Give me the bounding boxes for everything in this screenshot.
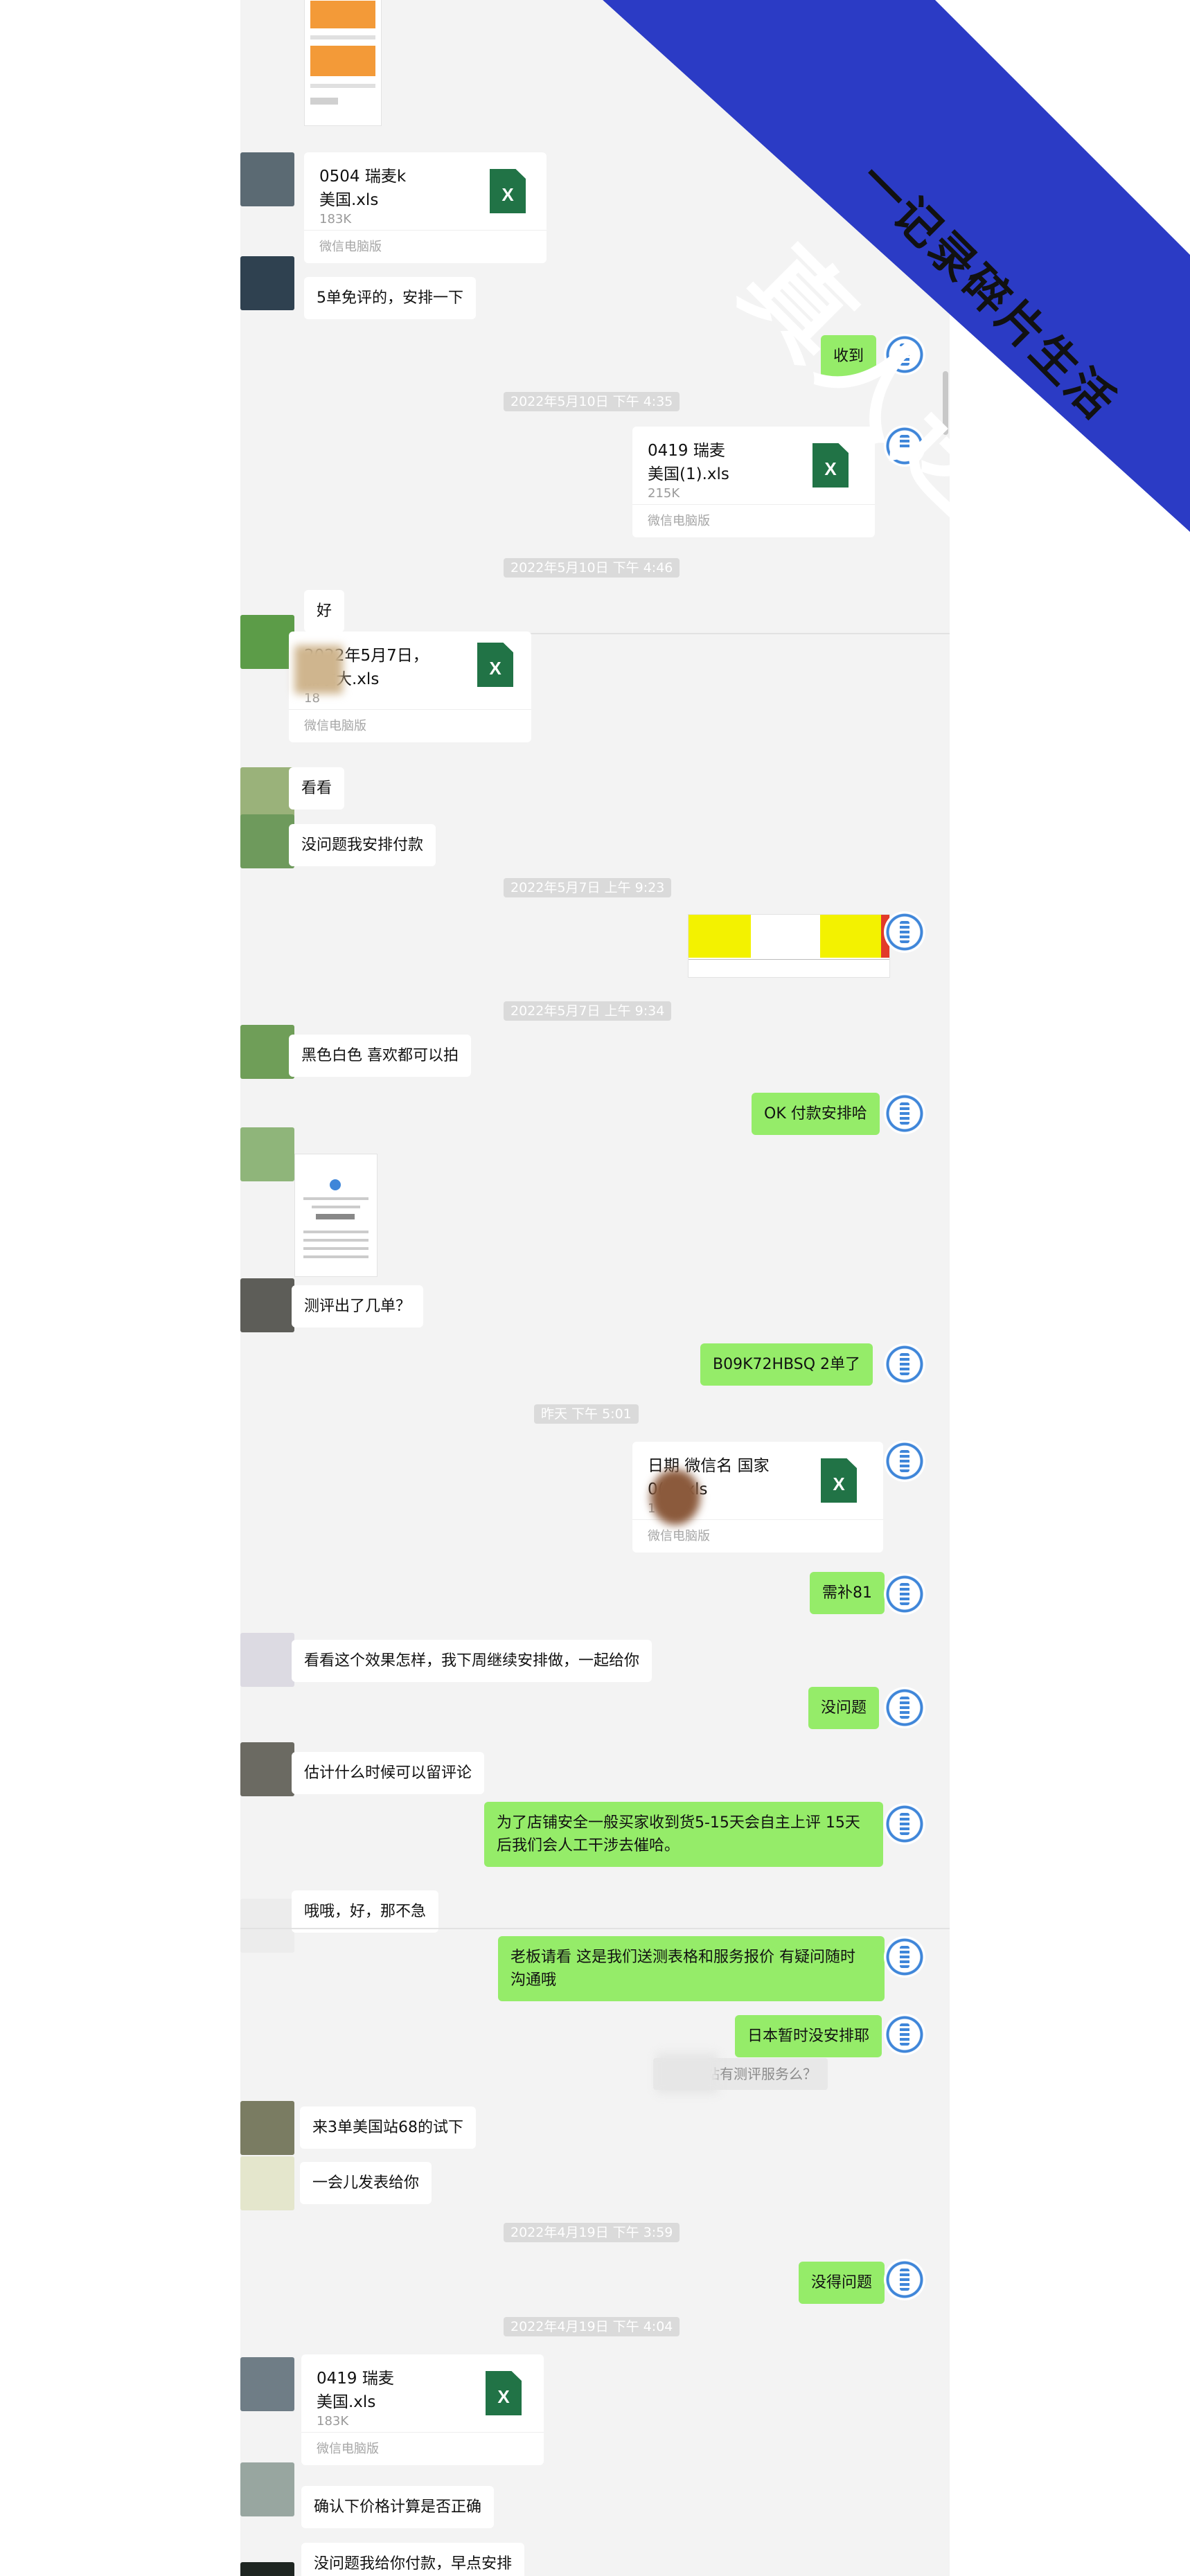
avatar[interactable] (240, 1127, 294, 1181)
divider (301, 2432, 544, 2433)
file-size: 183K (319, 212, 352, 226)
avatar[interactable] (884, 1093, 925, 1134)
divider (289, 709, 531, 710)
avatar[interactable] (884, 1803, 925, 1845)
spreadsheet-image[interactable] (688, 914, 890, 978)
file-source: 微信电脑版 (648, 514, 710, 528)
message-bubble: 为了店铺安全一般买家收到货5-15天会自主上评 15天 后我们会人工干涉去催哈。 (484, 1802, 883, 1867)
message-bubble: 看看这个效果怎样，我下周继续安排做，一起给你 (292, 1640, 652, 1682)
message-bubble: 需补81 (810, 1572, 885, 1614)
timestamp: 2022年5月7日 上午 9:23 (504, 878, 672, 897)
message-bubble: B09K72HBSQ 2单了 (700, 1343, 873, 1386)
message-bubble: 日本暂时没安排耶 (735, 2015, 882, 2057)
avatar[interactable] (240, 256, 294, 310)
file-message[interactable]: 0419 瑞麦 美国(1).xls 215K 微信电脑版 X (632, 427, 875, 537)
blurred-image (650, 1469, 700, 1525)
avatar[interactable] (240, 767, 294, 821)
file-message[interactable]: 0504 瑞麦k 美国.xls 183K 微信电脑版 X (304, 152, 547, 263)
divider (240, 633, 950, 634)
avatar[interactable] (240, 152, 294, 206)
message-bubble: 好 (304, 590, 345, 632)
message-bubble: 哦哦，好，那不急 (292, 1890, 439, 1933)
avatar[interactable] (884, 1936, 925, 1978)
avatar[interactable] (240, 2357, 294, 2411)
avatar[interactable] (884, 1440, 925, 1482)
message-bubble: OK 付款安排哈 (752, 1093, 880, 1135)
excel-file-icon: X (490, 169, 526, 213)
message-bubble: 测评出了几单？ (292, 1285, 424, 1327)
avatar[interactable] (240, 2156, 294, 2210)
file-source: 微信电脑版 (648, 1529, 710, 1544)
timestamp: 2022年4月19日 下午 4:04 (504, 2317, 680, 2336)
file-size: 1 (648, 1501, 656, 1516)
timestamp: 2022年5月7日 上午 9:34 (504, 1001, 672, 1021)
file-size: 183K (317, 2414, 349, 2429)
avatar[interactable] (240, 1899, 294, 1953)
message-bubble: 没问题 (808, 1687, 880, 1729)
excel-file-icon: X (477, 643, 513, 687)
avatar[interactable] (240, 2462, 294, 2516)
file-source: 微信电脑版 (317, 2442, 379, 2456)
screenshot-image[interactable] (304, 0, 382, 126)
message-bubble: 老板请看 这是我们送测表格和服务报价 有疑问随时 沟通哦 (498, 1936, 885, 2001)
scrollbar-thumb[interactable] (943, 371, 948, 435)
file-source: 微信电脑版 (304, 719, 366, 733)
avatar[interactable] (240, 615, 294, 669)
avatar[interactable] (240, 2101, 294, 2155)
file-name: 0419 瑞麦 美国.xls (317, 2370, 394, 2411)
file-name: 0419 瑞麦 美国(1).xls (648, 442, 729, 483)
excel-file-icon: X (812, 443, 849, 488)
message-bubble: 一会儿发表给你 (300, 2162, 432, 2204)
avatar[interactable] (884, 425, 925, 467)
message-bubble: 看看 (289, 767, 345, 810)
message-bubble: 没问题我安排付款 (289, 824, 436, 866)
avatar[interactable] (240, 2562, 294, 2576)
avatar[interactable] (884, 1687, 925, 1728)
message-bubble: 确认下价格计算是否正确 (301, 2486, 495, 2528)
divider (632, 1519, 883, 1520)
timestamp: 昨天 下午 5:01 (534, 1404, 639, 1424)
file-message[interactable]: 2022年5月7日， 加拿大.xls 18 微信电脑版 X (289, 632, 531, 742)
avatar[interactable] (240, 1633, 294, 1687)
avatar[interactable] (240, 1278, 294, 1332)
avatar[interactable] (884, 2014, 925, 2055)
chat-panel[interactable]: 0504 瑞麦k 美国.xls 183K 微信电脑版 X 5单免评的，安排一下 … (240, 0, 950, 2576)
avatar[interactable] (884, 1343, 925, 1385)
avatar[interactable] (240, 1025, 294, 1079)
message-bubble: 没得问题 (799, 2262, 885, 2304)
message-bubble: 收到 (821, 335, 877, 377)
avatar[interactable] (240, 814, 294, 868)
avatar[interactable] (884, 334, 925, 375)
excel-file-icon: X (821, 1458, 857, 1503)
timestamp: 2022年4月19日 下午 3:59 (504, 2223, 680, 2242)
avatar[interactable] (884, 2259, 925, 2300)
avatar[interactable] (884, 1573, 925, 1615)
avatar[interactable] (884, 911, 925, 953)
message-bubble: 黑色白色 喜欢都可以拍 (289, 1035, 471, 1077)
divider (632, 504, 875, 505)
file-size: 18 (304, 691, 320, 706)
file-source: 微信电脑版 (319, 240, 382, 254)
message-bubble: 没问题我给你付款，早点安排 (301, 2543, 525, 2576)
message-bubble: 5单免评的，安排一下 (304, 277, 476, 319)
blurred-name (656, 2052, 718, 2094)
message-bubble: 估计什么时候可以留评论 (292, 1752, 485, 1794)
blurred-image (294, 645, 343, 694)
file-size: 215K (648, 486, 680, 501)
excel-file-icon: X (486, 2371, 522, 2415)
file-message[interactable]: 日期 微信名 国家 0(1).xls 1 微信电脑版 X (632, 1442, 883, 1553)
divider (304, 230, 547, 231)
timestamp: 2022年5月10日 下午 4:35 (504, 392, 680, 411)
file-message[interactable]: 0419 瑞麦 美国.xls 183K 微信电脑版 X (301, 2354, 544, 2465)
screenshot-image[interactable] (294, 1154, 378, 1277)
divider (240, 1928, 950, 1929)
avatar[interactable] (240, 1742, 294, 1796)
message-bubble: 来3单美国站68的试下 (300, 2107, 476, 2149)
file-name: 0504 瑞麦k 美国.xls (319, 168, 407, 209)
timestamp: 2022年5月10日 下午 4:46 (504, 558, 680, 578)
